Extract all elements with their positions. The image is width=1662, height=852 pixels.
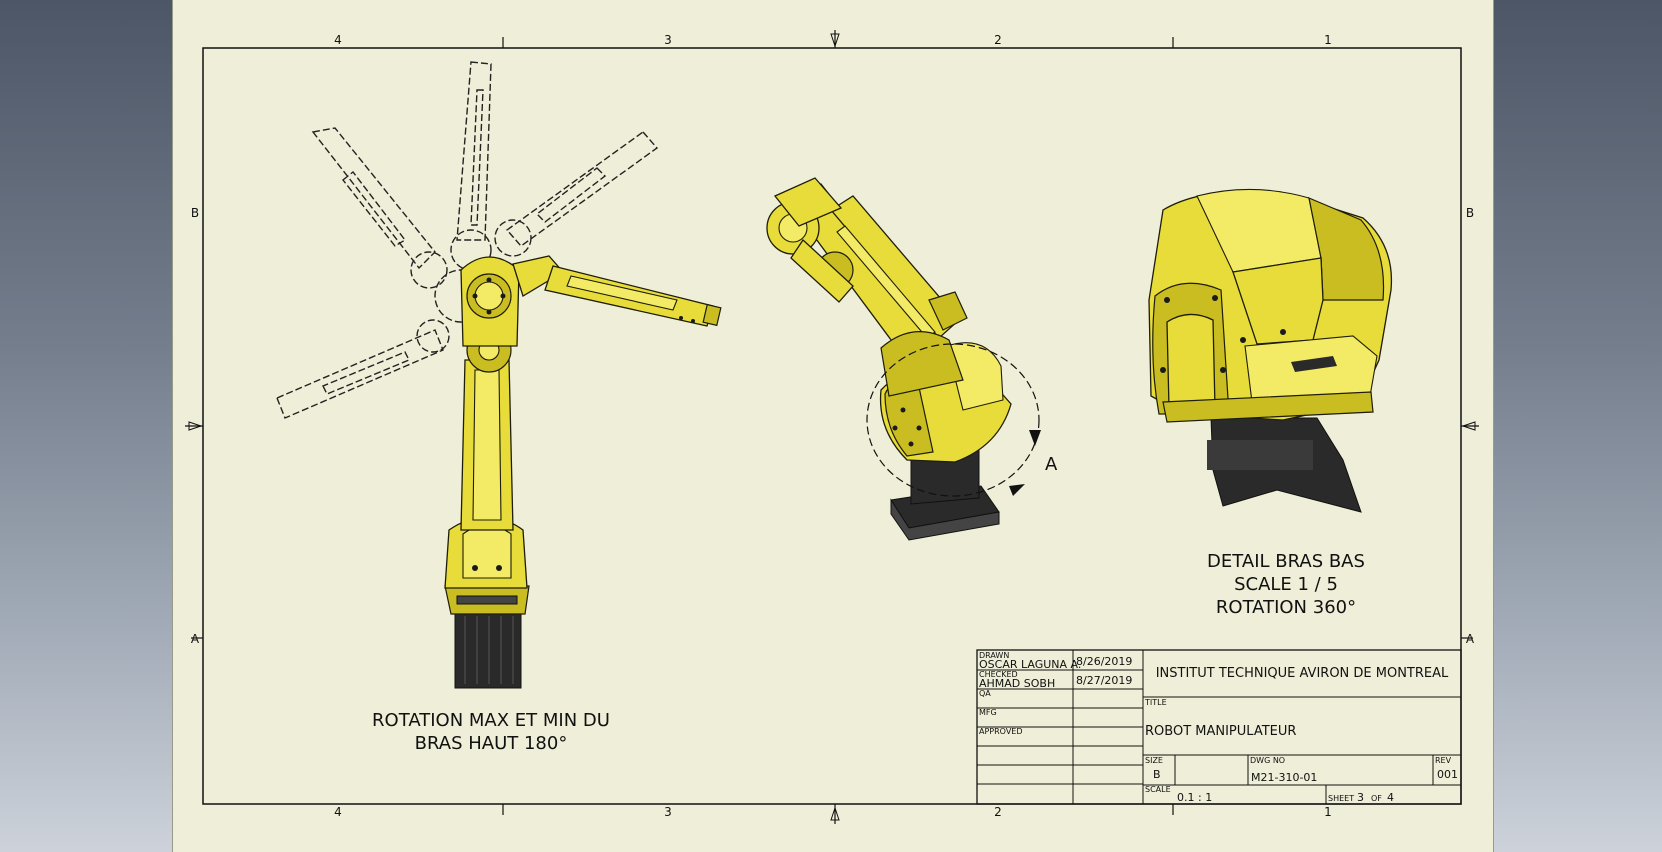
title-block: DRAWN OSCAR LAGUNA A. 8/26/2019 CHECKED … (976, 649, 1462, 805)
tb-drawn-label: DRAWN (979, 651, 1009, 660)
ghost-arm-lower-left (276, 269, 488, 419)
tb-rev: 001 (1437, 768, 1458, 781)
view-upper-arm-rotation: ROTATION MAX ET MIN DU BRAS HAUT 180° (276, 61, 722, 754)
caption-detail-line-2: SCALE 1 / 5 (1234, 574, 1338, 595)
zone-left-a: A (191, 632, 200, 646)
tb-dwg-no: M21-310-01 (1251, 771, 1317, 784)
zone-top-4: 4 (334, 33, 342, 47)
ghost-arm-upper-left (311, 127, 448, 289)
zone-bottom-1: 1 (1324, 805, 1332, 819)
tb-dwg-label: DWG NO (1250, 756, 1285, 765)
zone-bottom-4: 4 (334, 805, 342, 819)
zone-top-2: 2 (994, 33, 1002, 47)
zone-top-1: 1 (1324, 33, 1332, 47)
tb-qa-label: QA (979, 689, 991, 698)
tb-size-label: SIZE (1145, 756, 1163, 765)
tb-size: B (1153, 768, 1161, 781)
zone-left-b: B (191, 206, 199, 220)
caption-detail-line-1: DETAIL BRAS BAS (1207, 551, 1365, 572)
zone-ticks (191, 37, 1473, 815)
ghost-arm-vertical (450, 61, 492, 271)
zone-right-b: B (1466, 206, 1474, 220)
tb-title-label: TITLE (1144, 698, 1167, 707)
tb-of-label: OF (1371, 794, 1382, 803)
robot-main-solid (444, 255, 722, 689)
drawing-canvas: 4 3 2 1 4 3 2 1 B A B A (185, 30, 1479, 824)
tb-sheet-total: 4 (1387, 791, 1394, 804)
tb-scale: 0.1 : 1 (1177, 791, 1212, 804)
centering-marks (185, 30, 1479, 824)
tb-drawn-name: OSCAR LAGUNA A. (979, 658, 1081, 671)
tb-company: INSTITUT TECHNIQUE AVIRON DE MONTREAL (1156, 666, 1449, 681)
zone-right-a: A (1466, 632, 1475, 646)
tb-approved-label: APPROVED (979, 727, 1023, 736)
tb-mfg-label: MFG (979, 708, 997, 717)
tb-checked-label: CHECKED (979, 670, 1018, 679)
rotation-axis-label: A (1045, 454, 1058, 475)
caption-rotation-line-2: BRAS HAUT 180° (415, 733, 568, 754)
zone-top-3: 3 (664, 33, 672, 47)
view-isometric-robot: A (766, 177, 1058, 541)
tb-checked-name: AHMAD SOBH (979, 677, 1055, 690)
tb-rev-label: REV (1435, 756, 1452, 765)
tb-drawn-date: 8/26/2019 (1076, 655, 1132, 668)
tb-sheet-label: SHEET (1328, 794, 1354, 803)
tb-scale-label: SCALE (1145, 785, 1171, 794)
ghost-arm-upper-right (494, 131, 659, 257)
zone-bottom-2: 2 (994, 805, 1002, 819)
view-detail-lower-arm: DETAIL BRAS BAS SCALE 1 / 5 ROTATION 360… (1148, 188, 1393, 618)
tb-checked-date: 8/27/2019 (1076, 674, 1132, 687)
tb-title: ROBOT MANIPULATEUR (1145, 724, 1296, 739)
caption-detail-line-3: ROTATION 360° (1216, 597, 1356, 618)
tb-sheet-no: 3 (1357, 791, 1364, 804)
drawing-sheet: 4 3 2 1 4 3 2 1 B A B A (172, 0, 1494, 852)
zone-bottom-3: 3 (664, 805, 672, 819)
caption-rotation-line-1: ROTATION MAX ET MIN DU (372, 710, 610, 731)
